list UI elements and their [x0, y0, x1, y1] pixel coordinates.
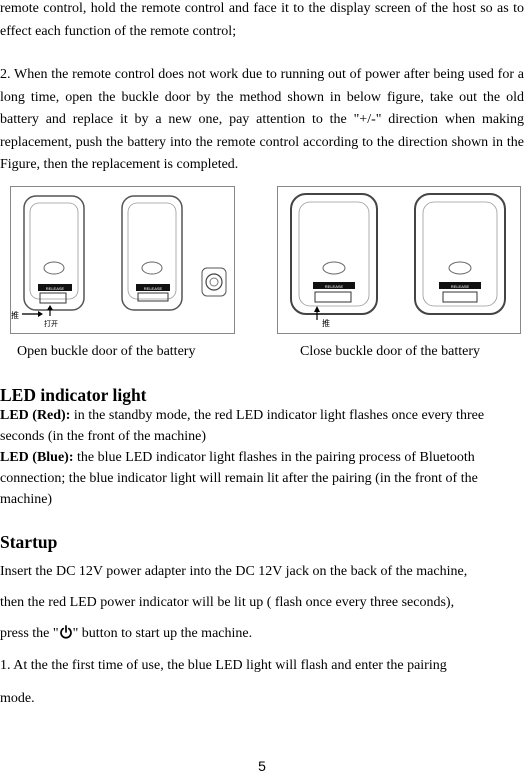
startup-line-5: mode.: [0, 691, 35, 706]
figure-open-battery-door: RELEASE 推 打开 RELEASE: [10, 186, 235, 334]
led-blue-label: LED (Blue):: [0, 450, 74, 465]
startup-line-2: then the red LED power indicator will be…: [0, 595, 455, 610]
intro-paragraph-2: 2. When the remote control does not work…: [0, 67, 524, 172]
svg-text:RELEASE: RELEASE: [144, 286, 163, 291]
svg-text:RELEASE: RELEASE: [451, 284, 470, 289]
caption-close-battery-door: Close buckle door of the battery: [300, 344, 481, 359]
led-blue-paragraph: LED (Blue): the blue LED indicator light…: [0, 447, 524, 510]
startup-line-3-after: " button to start up the machine.: [72, 626, 253, 641]
led-blue-text: the blue LED indicator light flashes in …: [0, 450, 478, 507]
remote-close-illustration: RELEASE 推 RELEASE: [277, 186, 521, 334]
startup-line-3-before: press the ": [0, 626, 59, 641]
page-number: 5: [258, 758, 266, 774]
remote-open-illustration: RELEASE 推 打开 RELEASE: [10, 186, 235, 334]
startup-heading: Startup: [0, 532, 58, 552]
led-heading: LED indicator light: [0, 385, 147, 405]
intro-paragraph-1: remote control, hold the remote control …: [0, 1, 524, 39]
push-label: 推: [11, 310, 19, 320]
startup-line-1: Insert the DC 12V power adapter into the…: [0, 564, 468, 579]
startup-line-3: press the " " button to start up the mach…: [0, 624, 524, 644]
open-label: 打开: [44, 319, 58, 328]
figure-close-battery-door: RELEASE 推 RELEASE: [277, 186, 521, 334]
caption-open-battery-door: Open buckle door of the battery: [17, 344, 196, 359]
led-red-paragraph: LED (Red): in the standby mode, the red …: [0, 405, 524, 447]
power-icon: [59, 625, 73, 639]
svg-text:RELEASE: RELEASE: [46, 286, 65, 291]
push-label: 推: [322, 318, 330, 328]
svg-text:RELEASE: RELEASE: [325, 284, 344, 289]
startup-line-4: 1. At the the first time of use, the blu…: [0, 658, 447, 673]
led-red-label: LED (Red):: [0, 408, 71, 423]
led-red-text: in the standby mode, the red LED indicat…: [0, 408, 485, 444]
